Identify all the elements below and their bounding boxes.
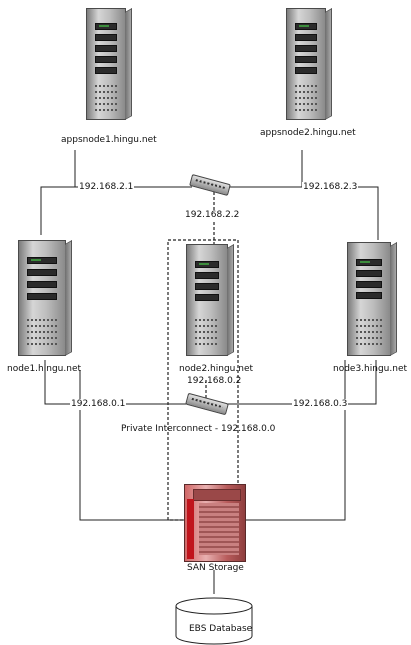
appsnode1-label: appsnode1.hingu.net — [61, 135, 157, 145]
public-ip-node3: 192.168.2.3 — [302, 182, 359, 193]
public-link-node1 — [40, 186, 192, 235]
san-storage-label: SAN Storage — [187, 563, 244, 573]
ebs-database-label: EBS Database — [189, 624, 253, 634]
san-storage-icon — [184, 484, 246, 562]
appsnode2-server-icon — [286, 7, 332, 120]
public-ip-node2: 192.168.2.2 — [184, 210, 241, 221]
private-ip-node2: 192.168.0.2 — [187, 376, 242, 386]
appsnode1-server-icon — [86, 7, 132, 120]
private-interconnect-label: Private Interconnect - 192.168.0.0 — [121, 424, 276, 434]
appsnode2-label: appsnode2.hingu.net — [260, 128, 356, 138]
node2-server-icon — [186, 243, 234, 356]
node1-server-icon — [18, 239, 72, 356]
public-ip-node1: 192.168.2.1 — [78, 182, 135, 193]
node3-label: node3.hingu.net — [333, 364, 408, 374]
private-ip-node3: 192.168.0.3 — [292, 399, 349, 410]
public-link-node3 — [228, 186, 379, 240]
database-cylinder-icon — [175, 597, 253, 645]
san-link-node1 — [79, 370, 184, 521]
san-link-node3 — [244, 360, 346, 521]
private-ip-node1: 192.168.0.1 — [70, 399, 127, 410]
private-link-node3 — [226, 360, 377, 405]
node3-server-icon — [347, 241, 397, 356]
private-link-node1 — [44, 360, 186, 405]
node1-label: node1.hingu.net — [7, 364, 82, 374]
node2-label: node2.hingu.net — [179, 364, 254, 374]
